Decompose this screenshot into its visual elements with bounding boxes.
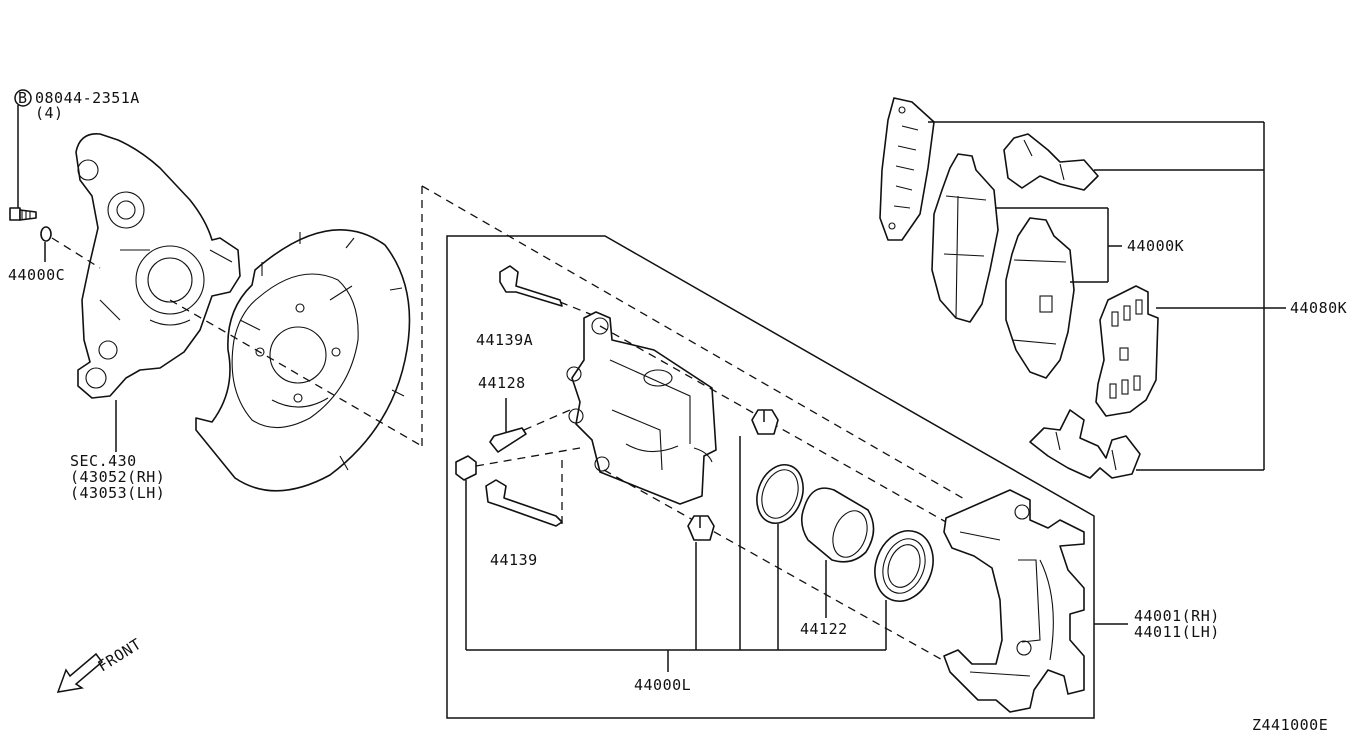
shim-kit-bracket: 44080K <box>928 121 1347 471</box>
label-43052: (43052(RH) <box>70 468 165 486</box>
pin-bolt-44139: 44139 <box>485 454 563 569</box>
piston-boot <box>874 530 934 602</box>
bolt-part-number: 08044-2351A <box>35 89 140 107</box>
brake-pad-outer <box>931 153 999 323</box>
pad-shim-outer <box>879 97 935 241</box>
pad-kit-bracket: 44000K <box>996 207 1184 283</box>
bolt-marker: B <box>18 89 28 107</box>
steering-knuckle <box>75 133 241 399</box>
hub-to-shield-line <box>169 299 421 446</box>
caliper-axis-line-2 <box>603 469 947 663</box>
label-44139a: 44139A <box>476 331 533 349</box>
label-44122: 44122 <box>800 620 848 638</box>
bolt-quantity: (4) <box>35 104 64 122</box>
front-arrow-icon <box>56 652 104 693</box>
dust-shield <box>195 228 411 492</box>
front-label: FRONT <box>95 635 145 676</box>
bolt-callout: B 08044-2351A (4) <box>14 89 140 122</box>
brake-pad-inner <box>1005 217 1075 379</box>
label-44000c: 44000C <box>8 266 65 284</box>
label-43053: (43053(LH) <box>70 484 165 502</box>
caliper-kit-frame <box>421 185 1095 719</box>
pin-44128: 44128 <box>478 374 571 453</box>
piston-44122: 44122 <box>800 487 875 638</box>
bleeder-cap-2 <box>687 515 715 541</box>
caliper-support: 44001(RH) 44011(LH) <box>943 489 1220 713</box>
piston-seal <box>756 464 804 524</box>
pad-clip-lower <box>1029 409 1141 479</box>
label-sec430: SEC.430 <box>70 452 137 470</box>
knuckle-callout: SEC.430 (43052(RH) (43053(LH) <box>70 400 165 502</box>
guide-boot <box>455 447 581 481</box>
pin-bolt-44139a: 44139A <box>476 265 601 349</box>
label-44001-rh: 44001(RH) <box>1134 607 1220 625</box>
bleeder-cap <box>751 409 779 435</box>
label-44139: 44139 <box>490 551 538 569</box>
label-44080k: 44080K <box>1290 299 1347 317</box>
label-44000l: 44000L <box>634 676 691 694</box>
pad-shim-inner <box>1095 285 1159 417</box>
caliper-body <box>566 311 717 505</box>
knuckle-bolt <box>9 105 37 221</box>
washer-44000c: 44000C <box>8 226 101 284</box>
label-44128: 44128 <box>478 374 526 392</box>
label-44000k: 44000K <box>1127 237 1184 255</box>
front-direction-indicator: FRONT <box>56 635 145 693</box>
label-44011-lh: 44011(LH) <box>1134 623 1220 641</box>
pad-clip-upper <box>1003 133 1099 191</box>
diagram-code: Z441000E <box>1252 716 1328 734</box>
seal-kit-bracket: 44000L <box>465 436 887 694</box>
